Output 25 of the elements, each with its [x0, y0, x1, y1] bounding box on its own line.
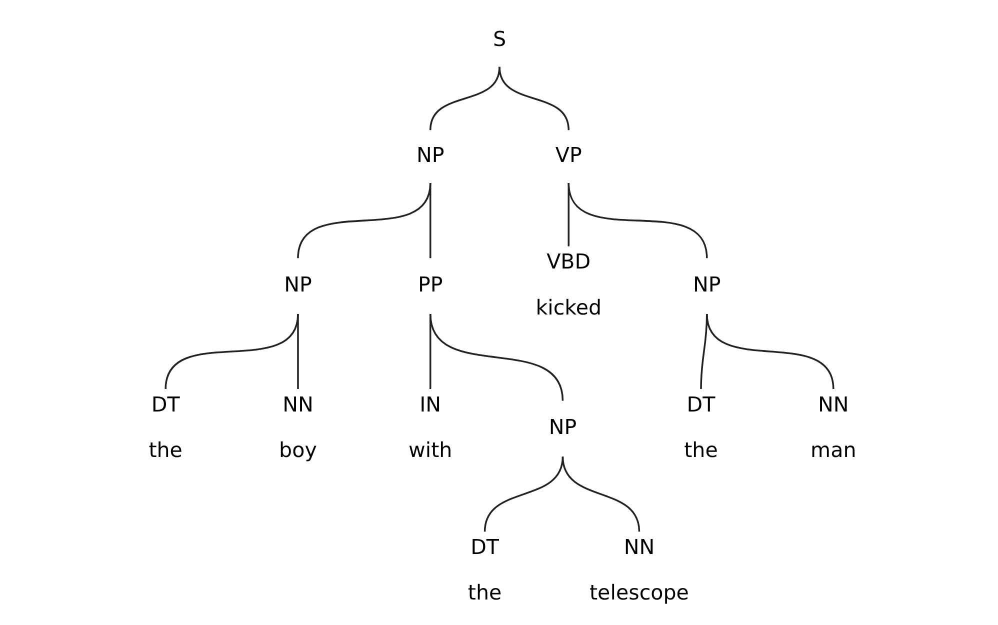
connector [706, 314, 834, 390]
node-text: DT the [684, 392, 718, 462]
connector [483, 456, 564, 532]
connector [296, 314, 298, 389]
connector [429, 314, 564, 401]
connector [561, 456, 640, 532]
node-text: NN man [810, 392, 856, 462]
node-text: NP [548, 415, 576, 440]
node-text: DT the [467, 535, 502, 605]
node-text: PP [417, 272, 442, 296]
connector [164, 314, 298, 390]
node-text: NP [692, 272, 720, 296]
node-text: NP [416, 143, 444, 168]
node-text: NN telescope [589, 535, 688, 605]
node-text: NN boy [278, 392, 316, 462]
connector [567, 182, 708, 258]
connector [428, 183, 431, 258]
node-text: IN with [408, 392, 452, 462]
connector [498, 66, 569, 130]
node-text: VP [554, 143, 582, 168]
node-text: DT the [148, 392, 182, 462]
node-text: S [492, 26, 506, 51]
connector [296, 182, 431, 258]
node-text: VBD kicked [535, 250, 602, 320]
node-text: NP [284, 272, 312, 296]
